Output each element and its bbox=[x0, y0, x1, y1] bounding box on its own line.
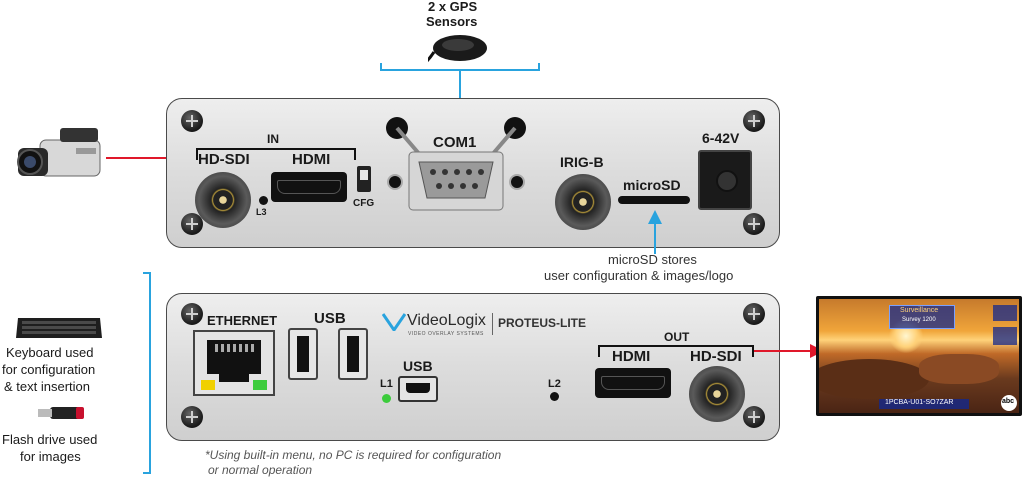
irig-b-label: IRIG-B bbox=[560, 154, 604, 170]
overlay-bottom-bar: 1PCBA-U01-SO7ZAR bbox=[879, 399, 969, 409]
front-hdmi-label: HDMI bbox=[292, 151, 331, 168]
l1-label: L1 bbox=[380, 378, 393, 390]
usb-mini-label: USB bbox=[403, 358, 433, 374]
rear-hdmi-port[interactable] bbox=[595, 368, 671, 398]
rear-hd-sdi-connector[interactable] bbox=[689, 366, 745, 422]
screw-icon bbox=[181, 303, 203, 325]
usb-mini-port[interactable] bbox=[398, 376, 438, 402]
microsd-up-arrow bbox=[648, 210, 662, 254]
output-video-frame: Surveillance Survey 1200 1PCBA-U01-SO7ZA… bbox=[819, 299, 1019, 413]
output-monitor: Surveillance Survey 1200 1PCBA-U01-SO7ZA… bbox=[816, 296, 1022, 416]
videologix-logo-icon bbox=[381, 313, 407, 333]
ethernet-port[interactable] bbox=[193, 330, 275, 396]
screw-icon bbox=[181, 110, 203, 132]
usb-top-label: USB bbox=[314, 310, 346, 327]
usb-port-2[interactable] bbox=[338, 328, 368, 380]
microsd-slot[interactable] bbox=[618, 196, 690, 204]
l1-led bbox=[382, 394, 391, 403]
rear-hd-sdi-label: HD-SDI bbox=[690, 348, 742, 365]
screw-icon bbox=[181, 406, 203, 428]
l2-label: L2 bbox=[548, 378, 561, 390]
flash-drive-icon bbox=[36, 404, 90, 422]
front-hdmi-port[interactable] bbox=[271, 172, 347, 202]
overlay-top-sub: Survey 1200 bbox=[902, 317, 936, 323]
front-hd-sdi-connector[interactable] bbox=[195, 172, 251, 228]
screw-icon bbox=[181, 213, 203, 235]
screw-icon bbox=[743, 213, 765, 235]
overlay-top-title: Surveillance bbox=[900, 307, 939, 314]
cfg-label: CFG bbox=[353, 198, 375, 209]
l3-label: L3 bbox=[256, 207, 267, 217]
com1-port[interactable] bbox=[381, 116, 531, 212]
keyboard-note-line1: Keyboard used bbox=[6, 345, 94, 360]
gps-label-line2: Sensors bbox=[426, 14, 478, 29]
sdi-to-screen-arrow bbox=[754, 344, 824, 358]
screw-icon bbox=[743, 110, 765, 132]
power-label: 6-42V bbox=[702, 130, 740, 146]
front-hd-sdi-label: HD-SDI bbox=[198, 151, 250, 168]
keyboard-note-line2: for configuration bbox=[2, 362, 96, 377]
com1-label: COM1 bbox=[433, 134, 477, 151]
left-bracket bbox=[142, 272, 156, 474]
out-bracket bbox=[598, 345, 754, 357]
usb-port-1[interactable] bbox=[288, 328, 318, 380]
microsd-note-line1: microSD stores bbox=[608, 252, 697, 267]
out-label: OUT bbox=[664, 330, 690, 344]
overlay-top-box: Surveillance Survey 1200 bbox=[889, 305, 955, 329]
power-jack[interactable] bbox=[698, 150, 752, 210]
ethernet-label: ETHERNET bbox=[207, 313, 278, 328]
gps-antenna-icon bbox=[424, 32, 490, 66]
abc-logo-text: abc bbox=[1002, 398, 1015, 405]
irig-b-connector[interactable] bbox=[555, 174, 611, 230]
camcorder-icon bbox=[16, 126, 108, 188]
l3-led bbox=[259, 196, 268, 205]
screw-icon bbox=[743, 406, 765, 428]
gps-label-line1: 2 x GPS bbox=[428, 0, 478, 14]
brand-divider bbox=[492, 313, 493, 335]
in-label: IN bbox=[267, 132, 279, 146]
brand-name: VideoLogix bbox=[407, 312, 486, 329]
keyboard-icon bbox=[14, 314, 104, 342]
cfg-switch[interactable] bbox=[357, 166, 371, 192]
l2-led bbox=[550, 392, 559, 401]
screw-icon bbox=[743, 303, 765, 325]
overlay-right-box bbox=[993, 327, 1017, 345]
footnote-line1: *Using built-in menu, no PC is required … bbox=[205, 448, 502, 462]
microsd-note-line2: user configuration & images/logo bbox=[544, 268, 734, 283]
overlay-bottom-text: 1PCBA-U01-SO7ZAR bbox=[885, 399, 954, 406]
in-bracket bbox=[196, 148, 356, 160]
abc-logo-icon: abc bbox=[1001, 395, 1017, 411]
overlay-top-right-box bbox=[993, 305, 1017, 321]
brand-tagline: VIDEO OVERLAY SYSTEMS bbox=[408, 331, 484, 337]
product-name: PROTEUS-LITE bbox=[498, 316, 587, 330]
keyboard-note-line3: & text insertion bbox=[4, 379, 90, 394]
footnote-line2: or normal operation bbox=[208, 463, 313, 477]
flash-note-line1: Flash drive used bbox=[2, 432, 98, 447]
rear-hdmi-label: HDMI bbox=[612, 348, 651, 365]
microsd-label: microSD bbox=[623, 177, 681, 193]
flash-note-line2: for images bbox=[20, 449, 81, 464]
